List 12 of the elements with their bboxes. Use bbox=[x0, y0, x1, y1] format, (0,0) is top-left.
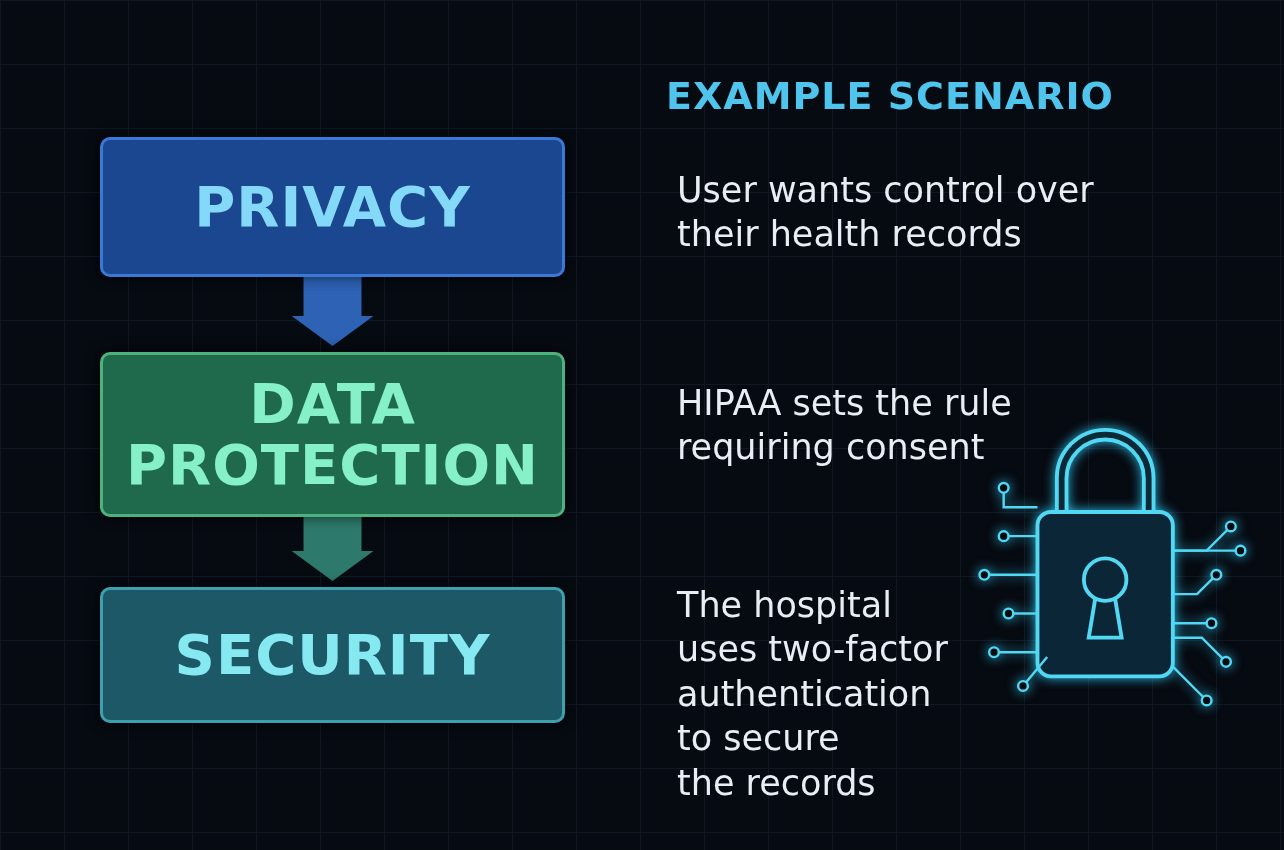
process-box bbox=[100, 587, 565, 723]
scenario-text: The hospital uses two-factor authentication to secure the records bbox=[677, 584, 949, 805]
scenario-text: HIPAA sets the rule requiring consent bbox=[677, 382, 1013, 470]
section-heading: EXAMPLE SCENARIO bbox=[666, 74, 1114, 118]
box-title: PRIVACY bbox=[193, 176, 472, 238]
scenario-text: User wants control over their health records bbox=[677, 169, 1095, 257]
box-title: DATA PROTECTION bbox=[125, 374, 540, 495]
process-box bbox=[100, 137, 565, 277]
arrow bbox=[291, 517, 374, 581]
process-box bbox=[100, 352, 565, 517]
box-title: SECURITY bbox=[173, 624, 492, 686]
arrow bbox=[291, 277, 374, 346]
